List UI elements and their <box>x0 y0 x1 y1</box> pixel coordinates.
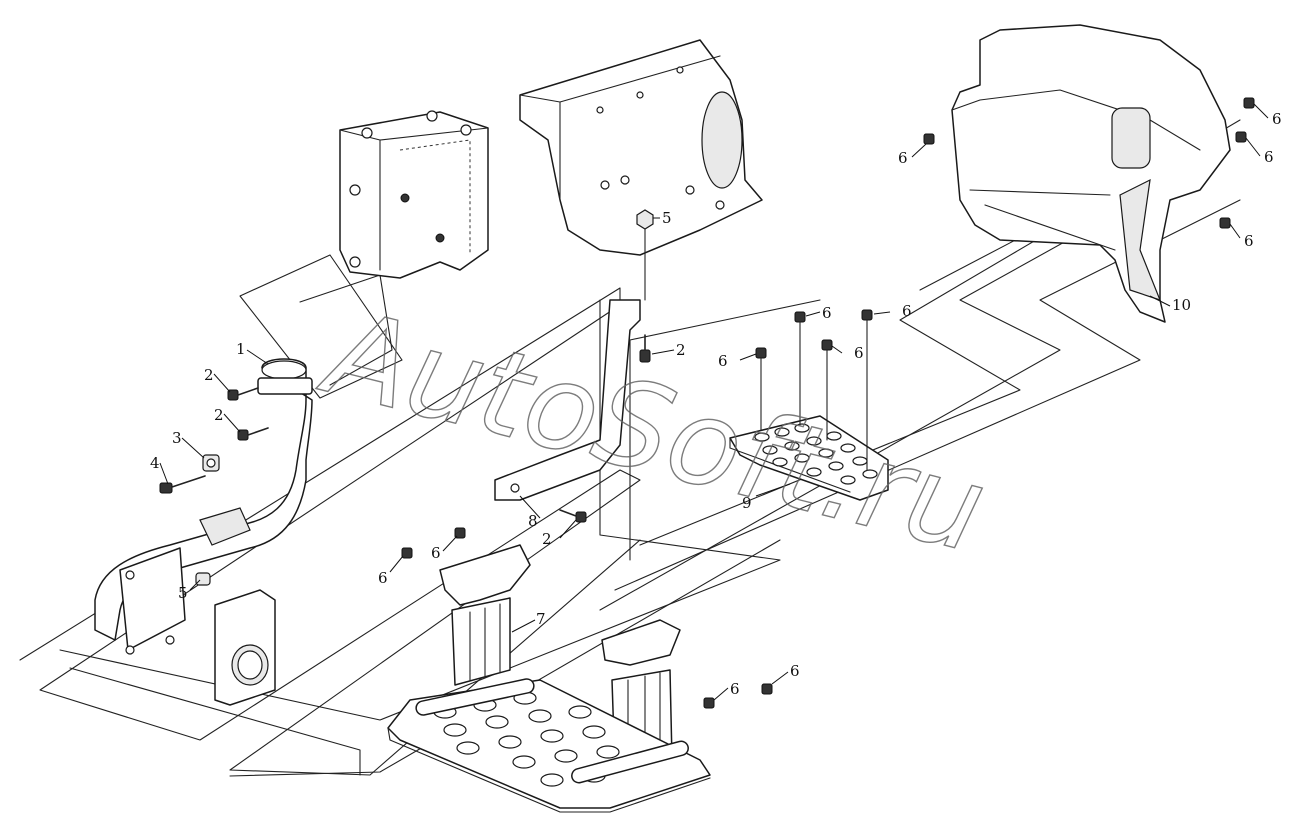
callout-6: 6 <box>790 662 800 680</box>
lower-step-plate <box>387 678 711 813</box>
part-10-step-housing <box>951 24 1231 323</box>
bolts-6-lower <box>401 527 773 709</box>
bolt-2-lower <box>559 509 587 523</box>
frame-plate <box>519 39 763 256</box>
fasteners <box>159 97 1255 709</box>
nut-5-lower <box>195 572 211 586</box>
callout-4: 4 <box>150 454 160 472</box>
bolts-6-housing <box>923 97 1255 229</box>
bolt-2-vertical <box>639 334 651 363</box>
callout-6: 6 <box>378 569 388 587</box>
callout-2: 2 <box>676 341 686 359</box>
callout-6: 6 <box>898 149 908 167</box>
part-9-upper-step <box>729 415 889 501</box>
part-8-support-bar <box>494 299 641 501</box>
callout-3: 3 <box>172 429 182 447</box>
upper-step-holes <box>754 423 878 485</box>
upper-bracket-left <box>339 110 489 279</box>
callout-9: 9 <box>742 494 752 512</box>
callout-6: 6 <box>431 544 441 562</box>
washer-3 <box>202 454 220 472</box>
leader-lines <box>159 103 1269 701</box>
nut-5-upper <box>636 209 654 301</box>
callout-2: 2 <box>214 406 224 424</box>
callout-5: 5 <box>178 584 188 602</box>
left-mount-plate <box>119 547 276 706</box>
callout-6: 6 <box>822 304 832 322</box>
callout-2: 2 <box>542 530 552 548</box>
bolt-4 <box>159 475 206 494</box>
callout-labels: 1 2 2 3 4 5 2 5 6 6 6 6 10 6 6 6 6 9 8 2… <box>150 110 1282 698</box>
callout-5: 5 <box>662 209 672 227</box>
callout-6: 6 <box>854 344 864 362</box>
callout-6: 6 <box>1264 148 1274 166</box>
bolts-6-step-upper <box>755 309 873 471</box>
callout-1: 1 <box>236 340 246 358</box>
callout-6: 6 <box>718 352 728 370</box>
callout-6: 6 <box>902 302 912 320</box>
callout-6: 6 <box>1244 232 1254 250</box>
callout-6: 6 <box>1272 110 1282 128</box>
callout-2: 2 <box>204 366 214 384</box>
watermark-text: AutoSoft.ru <box>308 282 998 580</box>
callout-10: 10 <box>1172 296 1191 314</box>
callout-6: 6 <box>730 680 740 698</box>
lower-step-holes <box>433 691 620 787</box>
bolt-2a <box>227 387 259 401</box>
callout-7: 7 <box>536 610 546 628</box>
callout-8: 8 <box>528 512 538 530</box>
bolt-2b <box>237 427 269 441</box>
